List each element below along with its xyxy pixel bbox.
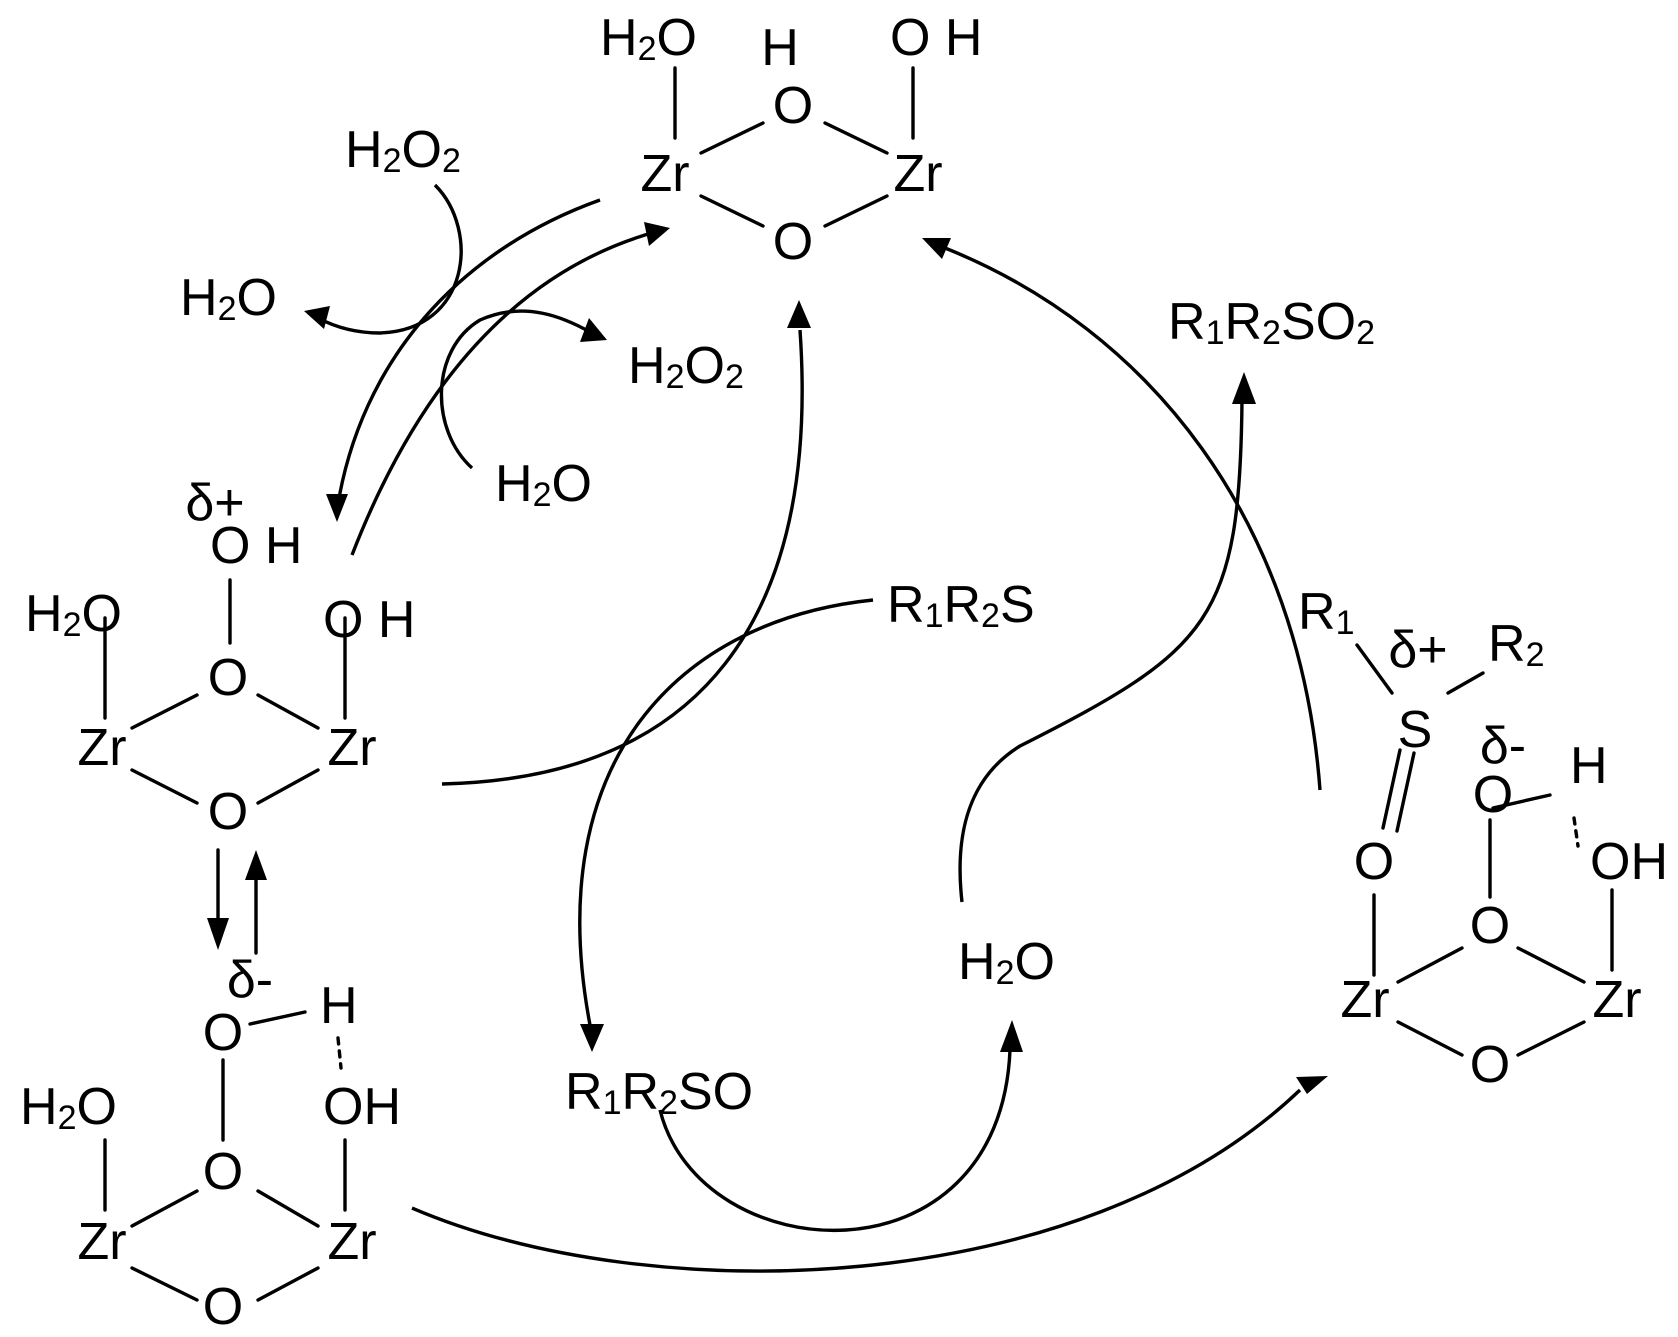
zr-atom-left: Zr [640, 145, 689, 203]
arrow-peroxo-up [245, 850, 267, 955]
zr-atom-right-right: Zr [1592, 971, 1641, 1029]
bridging-oxygen-lower-mid: O [208, 783, 248, 841]
complex-peroxo-delta-plus: δ+ O H H2O O H O Zr Zr O [25, 474, 415, 841]
peroxo-oh-left: O H [210, 517, 302, 575]
peroxo-oxygen-lower-c: O [203, 1143, 243, 1201]
complex-peroxo-delta-minus: δ- O H H2O OH O Zr Zr O [20, 951, 401, 1336]
hydroxyl-ligand-mid: O H [323, 591, 415, 649]
peroxo-hydrogen-d: H [1570, 737, 1608, 795]
arrow-peroxo-down [207, 848, 229, 950]
zr-atom-mid-left: Zr [77, 719, 126, 777]
bridging-oxygen-upper-mid: O [208, 649, 248, 707]
peroxo-oxygen-lower-d: O [1470, 897, 1510, 955]
zr-atom-right: Zr [893, 145, 942, 203]
arrow-sulfide-to-sulfoxide [578, 598, 874, 1052]
zr-atom-bottom-left: Zr [77, 1213, 126, 1271]
reagent-labels: H2O2 H2O H2O2 H2O R1R2S R1R2SO H2O R1R2S… [180, 121, 1375, 1122]
water-ligand-mid: H2O [25, 585, 122, 644]
sulfide-r1-label: R1 [1298, 583, 1354, 642]
arrow-top-to-peroxo [326, 198, 601, 522]
delta-plus-charge-left: δ+ [185, 474, 244, 532]
delta-minus-charge-left: δ- [227, 951, 273, 1009]
h2o-byproduct-sulfoxide: H2O [958, 933, 1055, 992]
arrow-h2o-in-h2o2-out [439, 309, 607, 470]
h2o-byproduct-out: H2O [180, 269, 277, 328]
arrow-to-sulfone [958, 372, 1256, 903]
sulfide-substrate: R1R2S [887, 576, 1035, 635]
bridging-oxygen-right: O [1470, 1036, 1510, 1094]
arrow-adduct-to-top [922, 238, 1322, 791]
sulfide-r2-label: R2 [1488, 615, 1544, 674]
peroxo-oxygen-upper-c: O [203, 1004, 243, 1062]
zr-atom-mid-right: Zr [327, 719, 376, 777]
sulfoxide-product: R1R2SO [565, 1063, 753, 1122]
bridging-oxygen-top: O [773, 77, 813, 135]
h2o2-reagent-in: H2O2 [345, 121, 461, 180]
reaction-arrows [207, 183, 1328, 1273]
delta-minus-charge-right: δ- [1480, 717, 1526, 775]
water-ligand-bottom: H2O [20, 1078, 117, 1137]
peroxo-hydrogen-c: H [320, 977, 358, 1035]
bridging-h-label: H [761, 19, 799, 77]
arrow-h2o2-in-h2o-out [304, 183, 463, 335]
hydroxyl-ligand-bottom: OH [323, 1078, 401, 1136]
bridging-oxygen-bottom: O [773, 213, 813, 271]
arrow-peroxo-to-top-via-right [441, 300, 811, 786]
bridging-oxygen-bottom-c: O [203, 1278, 243, 1336]
arrow-peroxo-to-top [350, 222, 670, 556]
delta-plus-charge-right: δ+ [1388, 621, 1447, 679]
complex-top-zr-dimer: H2O H O H O Zr Zr O [600, 9, 982, 271]
peroxo-oxygen-upper-d: O [1473, 766, 1513, 824]
hydroxyl-ligand-top: O H [890, 9, 982, 67]
sulfone-product: R1R2SO2 [1168, 293, 1375, 352]
arrow-sulfoxide-to-h2o [658, 1020, 1023, 1233]
zr-atom-bottom-right: Zr [327, 1213, 376, 1271]
zr-atom-right-left: Zr [1340, 971, 1389, 1029]
sulfur-atom: S [1398, 701, 1433, 759]
complex-sulfide-adduct: R1 δ+ R2 S δ- O H O OH O Zr Zr O [1298, 583, 1668, 1094]
sulfoxide-oxygen: O [1354, 833, 1394, 891]
arrow-bottom-to-adduct [411, 1076, 1328, 1273]
water-ligand-top: H2O [600, 9, 697, 68]
h2o-reverse-in: H2O [495, 455, 592, 514]
h2o2-reverse-out: H2O2 [628, 337, 744, 396]
hydroxyl-ligand-right: OH [1590, 833, 1668, 891]
